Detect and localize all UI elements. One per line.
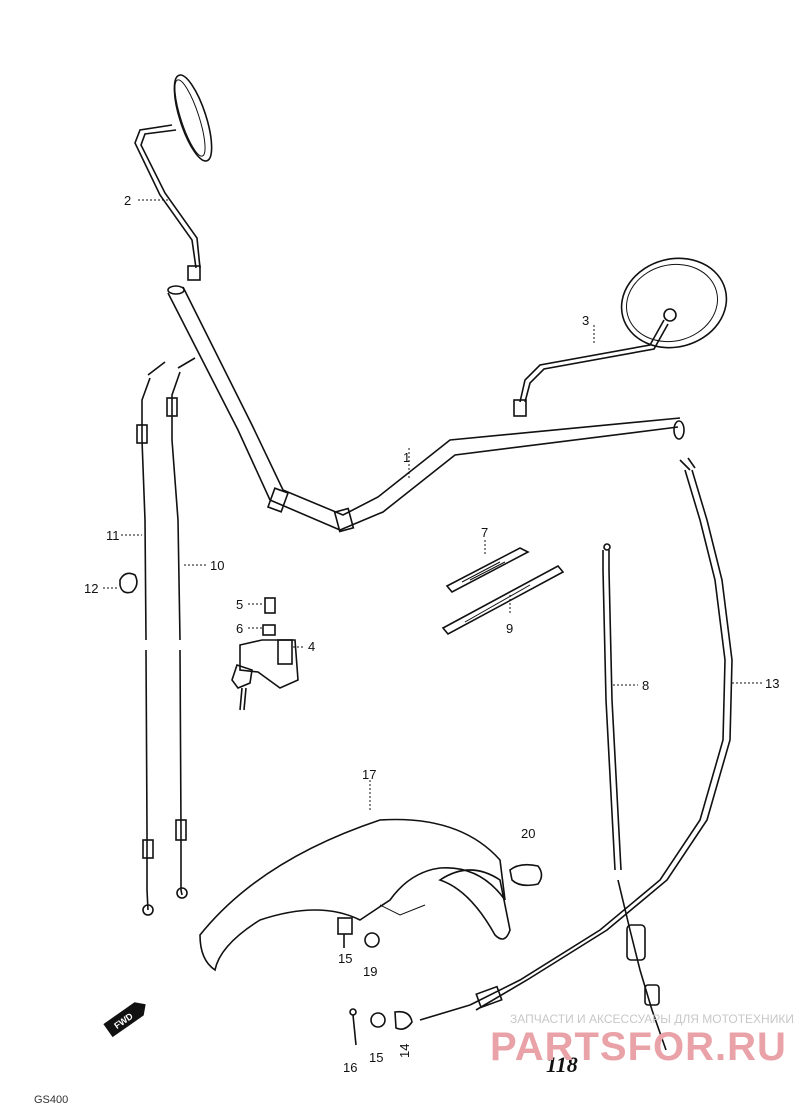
callout-4: 4 <box>308 639 315 654</box>
callout-9: 9 <box>506 621 513 636</box>
callout-12: 12 <box>84 581 98 596</box>
watermark: ЗАПЧАСТИ И АКСЕССУАРЫ ДЛЯ МОТОТЕХНИКИ PA… <box>490 1012 794 1069</box>
front-fender <box>199 818 511 972</box>
watermark-brand: PARTSFOR.RU <box>490 1025 787 1069</box>
callout-10: 10 <box>210 558 224 573</box>
callout-11: 11 <box>106 528 120 543</box>
callout-17: 17 <box>362 767 376 782</box>
throttle-cables <box>136 357 196 916</box>
long-cable <box>419 457 733 1021</box>
fwd-arrow: FWD <box>103 1002 146 1038</box>
callout-2: 2 <box>124 193 131 208</box>
callout-1: 1 <box>403 450 410 465</box>
right-mirror <box>513 257 728 417</box>
callout-7: 7 <box>481 525 488 540</box>
callout-20: 20 <box>521 826 535 841</box>
small-fittings <box>337 863 543 1046</box>
callout-19: 19 <box>363 964 377 979</box>
left-mirror <box>134 74 213 281</box>
callout-8: 8 <box>642 678 649 693</box>
bracket-assembly <box>231 597 299 711</box>
callout-14: 14 <box>397 1044 412 1058</box>
model-label: GS400 <box>34 1094 68 1106</box>
page-number: 118 <box>546 1052 578 1077</box>
watermark-tagline: ЗАПЧАСТИ И АКСЕССУАРЫ ДЛЯ МОТОТЕХНИКИ <box>510 1012 794 1026</box>
leader-lines <box>103 199 762 812</box>
callout-5: 5 <box>236 597 243 612</box>
callout-15b: 15 <box>369 1050 383 1065</box>
callout-13: 13 <box>765 676 779 691</box>
handlebar <box>167 285 685 533</box>
callout-3: 3 <box>582 313 589 328</box>
cable-straps <box>441 547 565 636</box>
callout-15a: 15 <box>338 951 352 966</box>
callout-6: 6 <box>236 621 243 636</box>
cable-clamp <box>119 572 138 594</box>
callout-numbers: 1 2 3 4 5 6 7 8 9 10 11 12 13 14 15 15 1… <box>84 193 779 1075</box>
clutch-cable <box>602 543 667 1051</box>
callout-16: 16 <box>343 1060 357 1075</box>
